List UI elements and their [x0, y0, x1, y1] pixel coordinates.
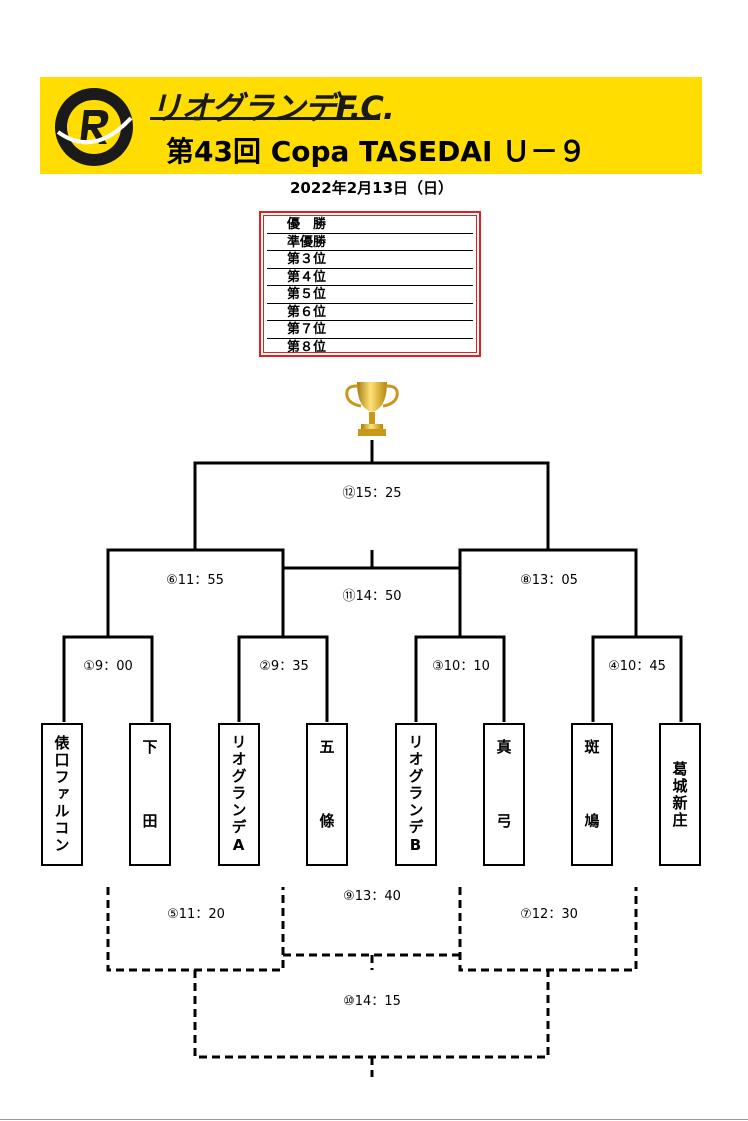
match-label: ⑨13：40	[343, 889, 401, 904]
page-bottom-rule	[0, 1119, 748, 1120]
match-label: ①9：00	[83, 659, 133, 674]
ranking-table: 優 勝 準優勝 第３位 第４位 第５位 第６位 第７位 第８位	[259, 211, 481, 357]
rank-row: 第３位	[267, 251, 473, 269]
team-box: リオグランデB	[395, 723, 437, 866]
trophy-icon	[345, 382, 399, 436]
match-label: ⑥11：55	[166, 573, 224, 588]
club-name-underline	[150, 117, 380, 120]
team-name: リオグランデA	[229, 733, 248, 856]
team-box: 葛城新庄	[659, 723, 701, 866]
match-label: ⑩14：15	[343, 994, 401, 1009]
club-logo-icon	[55, 88, 133, 166]
match-label: ⑤11：20	[167, 907, 225, 922]
match-label: ⑦12：30	[520, 907, 578, 922]
team-box: リオグランデA	[218, 723, 260, 866]
team-name: 五 條	[317, 739, 336, 850]
rank-row: 優 勝	[267, 216, 473, 234]
match-label: ⑧13：05	[520, 573, 578, 588]
team-box: 斑 鳩	[571, 723, 613, 866]
event-date: 2022年2月13日（日）	[290, 179, 454, 197]
rank-row: 第７位	[267, 321, 473, 339]
club-name: リオグランデF.C.	[150, 89, 395, 127]
team-box: 真 弓	[483, 723, 525, 866]
team-name: 下 田	[140, 739, 159, 850]
rank-row: 第８位	[287, 339, 327, 355]
match-label: ②9：35	[259, 659, 309, 674]
rank-row: 準優勝	[267, 234, 473, 251]
match-label: ④10：45	[608, 659, 666, 674]
match-label: ⑪14：50	[342, 589, 402, 604]
team-name: 葛城新庄	[670, 760, 689, 829]
rank-row: 第６位	[267, 304, 473, 321]
rank-row: 第４位	[267, 269, 473, 286]
team-box: 五 條	[306, 723, 348, 866]
match-label: ⑫15：25	[342, 486, 402, 501]
team-box: 下 田	[129, 723, 171, 866]
team-name: リオグランデB	[406, 733, 425, 856]
event-title: 第43回 Copa TASEDAI Ｕ－９	[166, 135, 587, 168]
team-name: 斑 鳩	[582, 739, 601, 850]
match-label: ③10：10	[432, 659, 490, 674]
team-box: 俵口ファルコン	[41, 723, 83, 866]
team-name: 真 弓	[494, 739, 513, 850]
rank-row: 第５位	[267, 286, 473, 304]
header-banner	[40, 77, 702, 174]
team-name: 俵口ファルコン	[52, 735, 71, 854]
